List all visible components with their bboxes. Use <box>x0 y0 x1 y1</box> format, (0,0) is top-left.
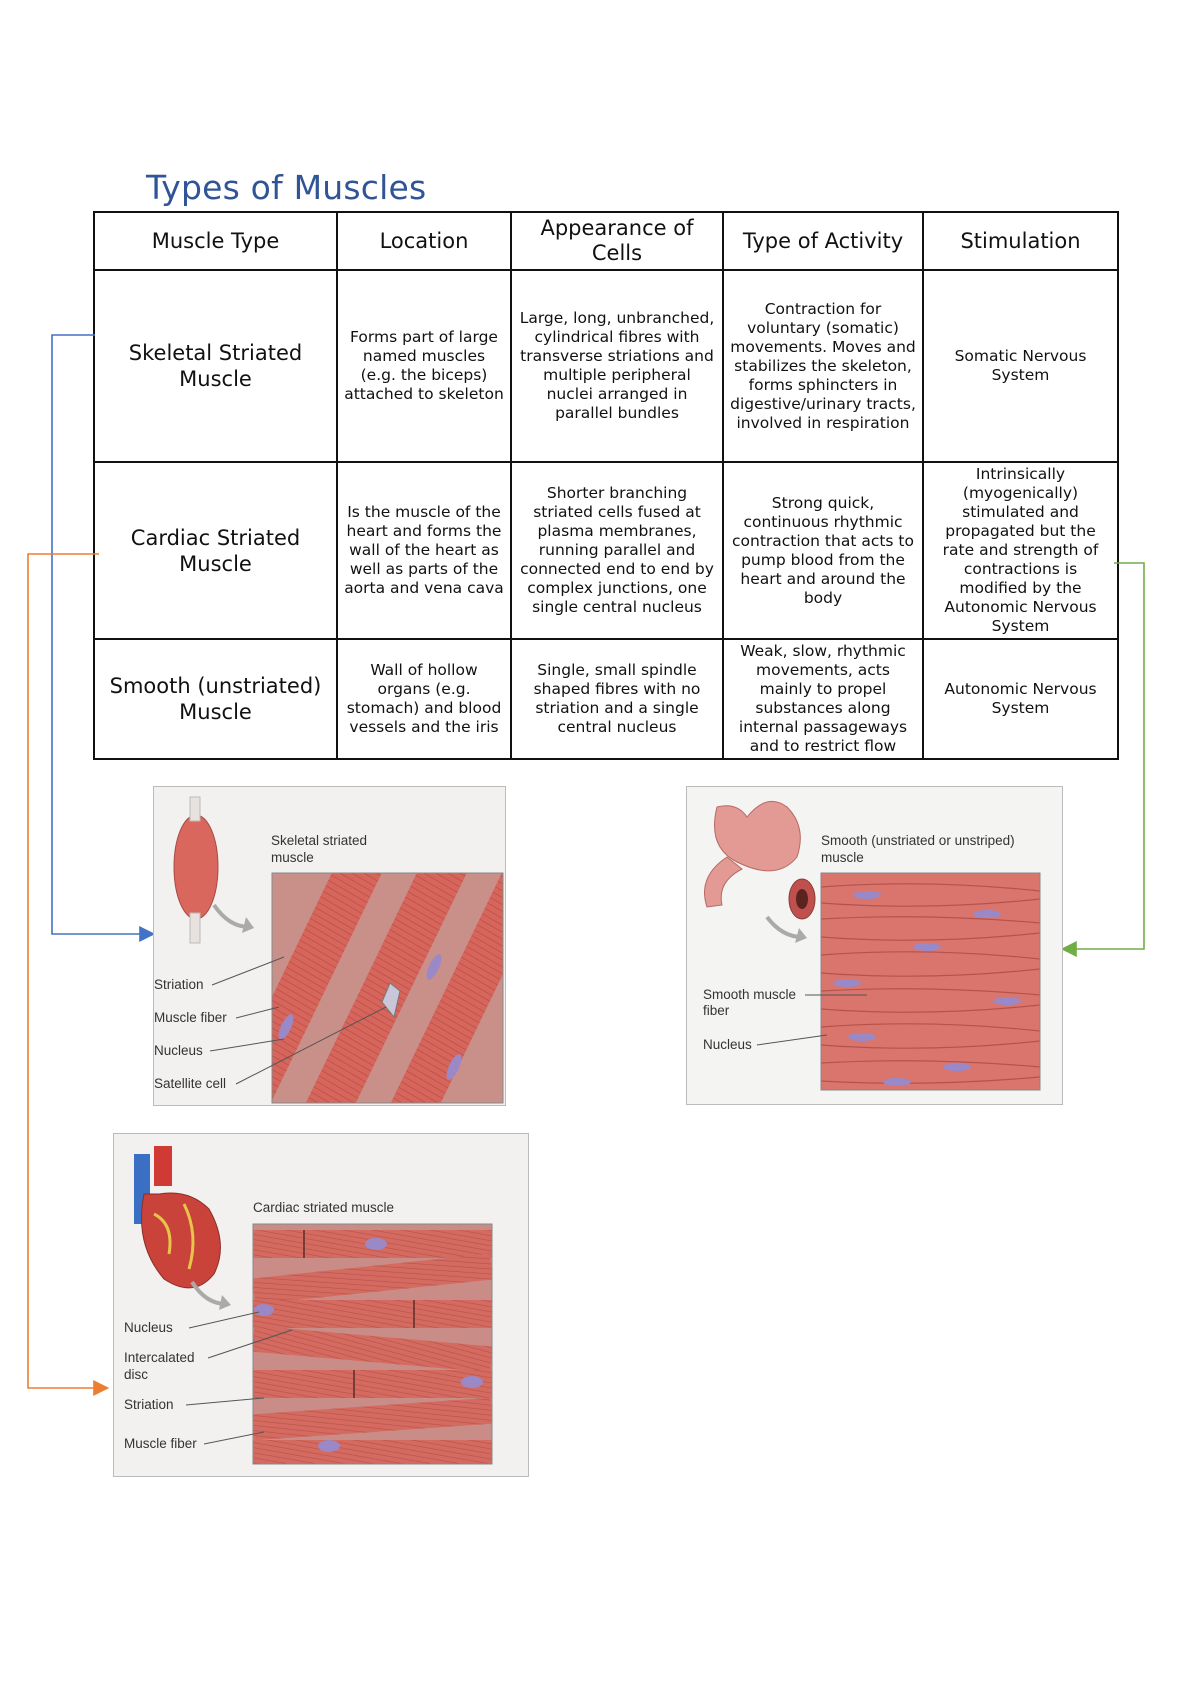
label-nucleus: Nucleus <box>703 1037 752 1052</box>
label-muscle-fiber: Muscle fiber <box>124 1436 197 1451</box>
label-satellite-cell: Satellite cell <box>154 1076 226 1091</box>
cell-muscle-type: Cardiac Striated Muscle <box>93 461 338 640</box>
muscle-types-table: Muscle Type Location Appearance of Cells… <box>93 211 1119 760</box>
header-appearance: Appearance of Cells <box>510 211 724 271</box>
skeletal-muscle-figure: Skeletal striated muscle Striation Muscl… <box>153 786 506 1106</box>
cell-stimulation: Intrinsically (myogenically) stimulated … <box>922 461 1119 640</box>
cell-appearance: Single, small spindle shaped fibres with… <box>510 638 724 760</box>
cardiac-connector-arrow <box>27 553 110 1396</box>
cell-muscle-type: Skeletal Striated Muscle <box>93 269 338 463</box>
cell-activity: Strong quick, continuous rhythmic contra… <box>722 461 924 640</box>
figure-title-line2: muscle <box>821 850 864 865</box>
cell-location: Is the muscle of the heart and forms the… <box>336 461 512 640</box>
stomach-icon <box>704 800 816 920</box>
cell-stimulation: Somatic Nervous System <box>922 269 1119 463</box>
figure-title: Skeletal striated <box>271 833 367 848</box>
header-muscle-type: Muscle Type <box>93 211 338 271</box>
label-disc: disc <box>124 1367 148 1382</box>
label-intercalated: Intercalated <box>124 1350 195 1365</box>
whole-muscle-icon <box>173 796 219 944</box>
heart-icon <box>134 1146 221 1289</box>
cell-location: Forms part of large named muscles (e.g. … <box>336 269 512 463</box>
label-smooth-muscle: Smooth muscle <box>703 987 796 1002</box>
cell-activity: Contraction for voluntary (somatic) move… <box>722 269 924 463</box>
table-row: Skeletal Striated Muscle Forms part of l… <box>93 269 1119 463</box>
label-nucleus: Nucleus <box>124 1320 173 1335</box>
label-nucleus: Nucleus <box>154 1043 203 1058</box>
label-muscle-fiber: Muscle fiber <box>154 1010 227 1025</box>
header-activity: Type of Activity <box>722 211 924 271</box>
figure-title: Smooth (unstriated or unstriped) <box>821 833 1015 848</box>
page-title: Types of Muscles <box>146 168 427 207</box>
smooth-muscle-figure: Smooth (unstriated or unstriped) muscle … <box>686 786 1063 1105</box>
figure-title-line2: muscle <box>271 850 314 865</box>
cell-appearance: Large, long, unbranched, cylindrical fib… <box>510 269 724 463</box>
skeletal-connector-arrow <box>51 334 156 942</box>
smooth-connector-arrow <box>1060 562 1145 957</box>
table-header-row: Muscle Type Location Appearance of Cells… <box>93 211 1119 271</box>
cell-muscle-type: Smooth (unstriated) Muscle <box>93 638 338 760</box>
label-fiber: fiber <box>703 1003 730 1018</box>
table-row: Cardiac Striated Muscle Is the muscle of… <box>93 461 1119 640</box>
cardiac-muscle-figure: Cardiac striated muscle Nucleus Intercal… <box>113 1133 529 1477</box>
label-striation: Striation <box>154 977 204 992</box>
header-location: Location <box>336 211 512 271</box>
cell-location: Wall of hollow organs (e.g. stomach) and… <box>336 638 512 760</box>
header-stimulation: Stimulation <box>922 211 1119 271</box>
cell-activity: Weak, slow, rhythmic movements, acts mai… <box>722 638 924 760</box>
cell-appearance: Shorter branching striated cells fused a… <box>510 461 724 640</box>
figure-title: Cardiac striated muscle <box>253 1200 394 1215</box>
table-row: Smooth (unstriated) Muscle Wall of hollo… <box>93 638 1119 760</box>
label-striation: Striation <box>124 1397 174 1412</box>
cell-stimulation: Autonomic Nervous System <box>922 638 1119 760</box>
